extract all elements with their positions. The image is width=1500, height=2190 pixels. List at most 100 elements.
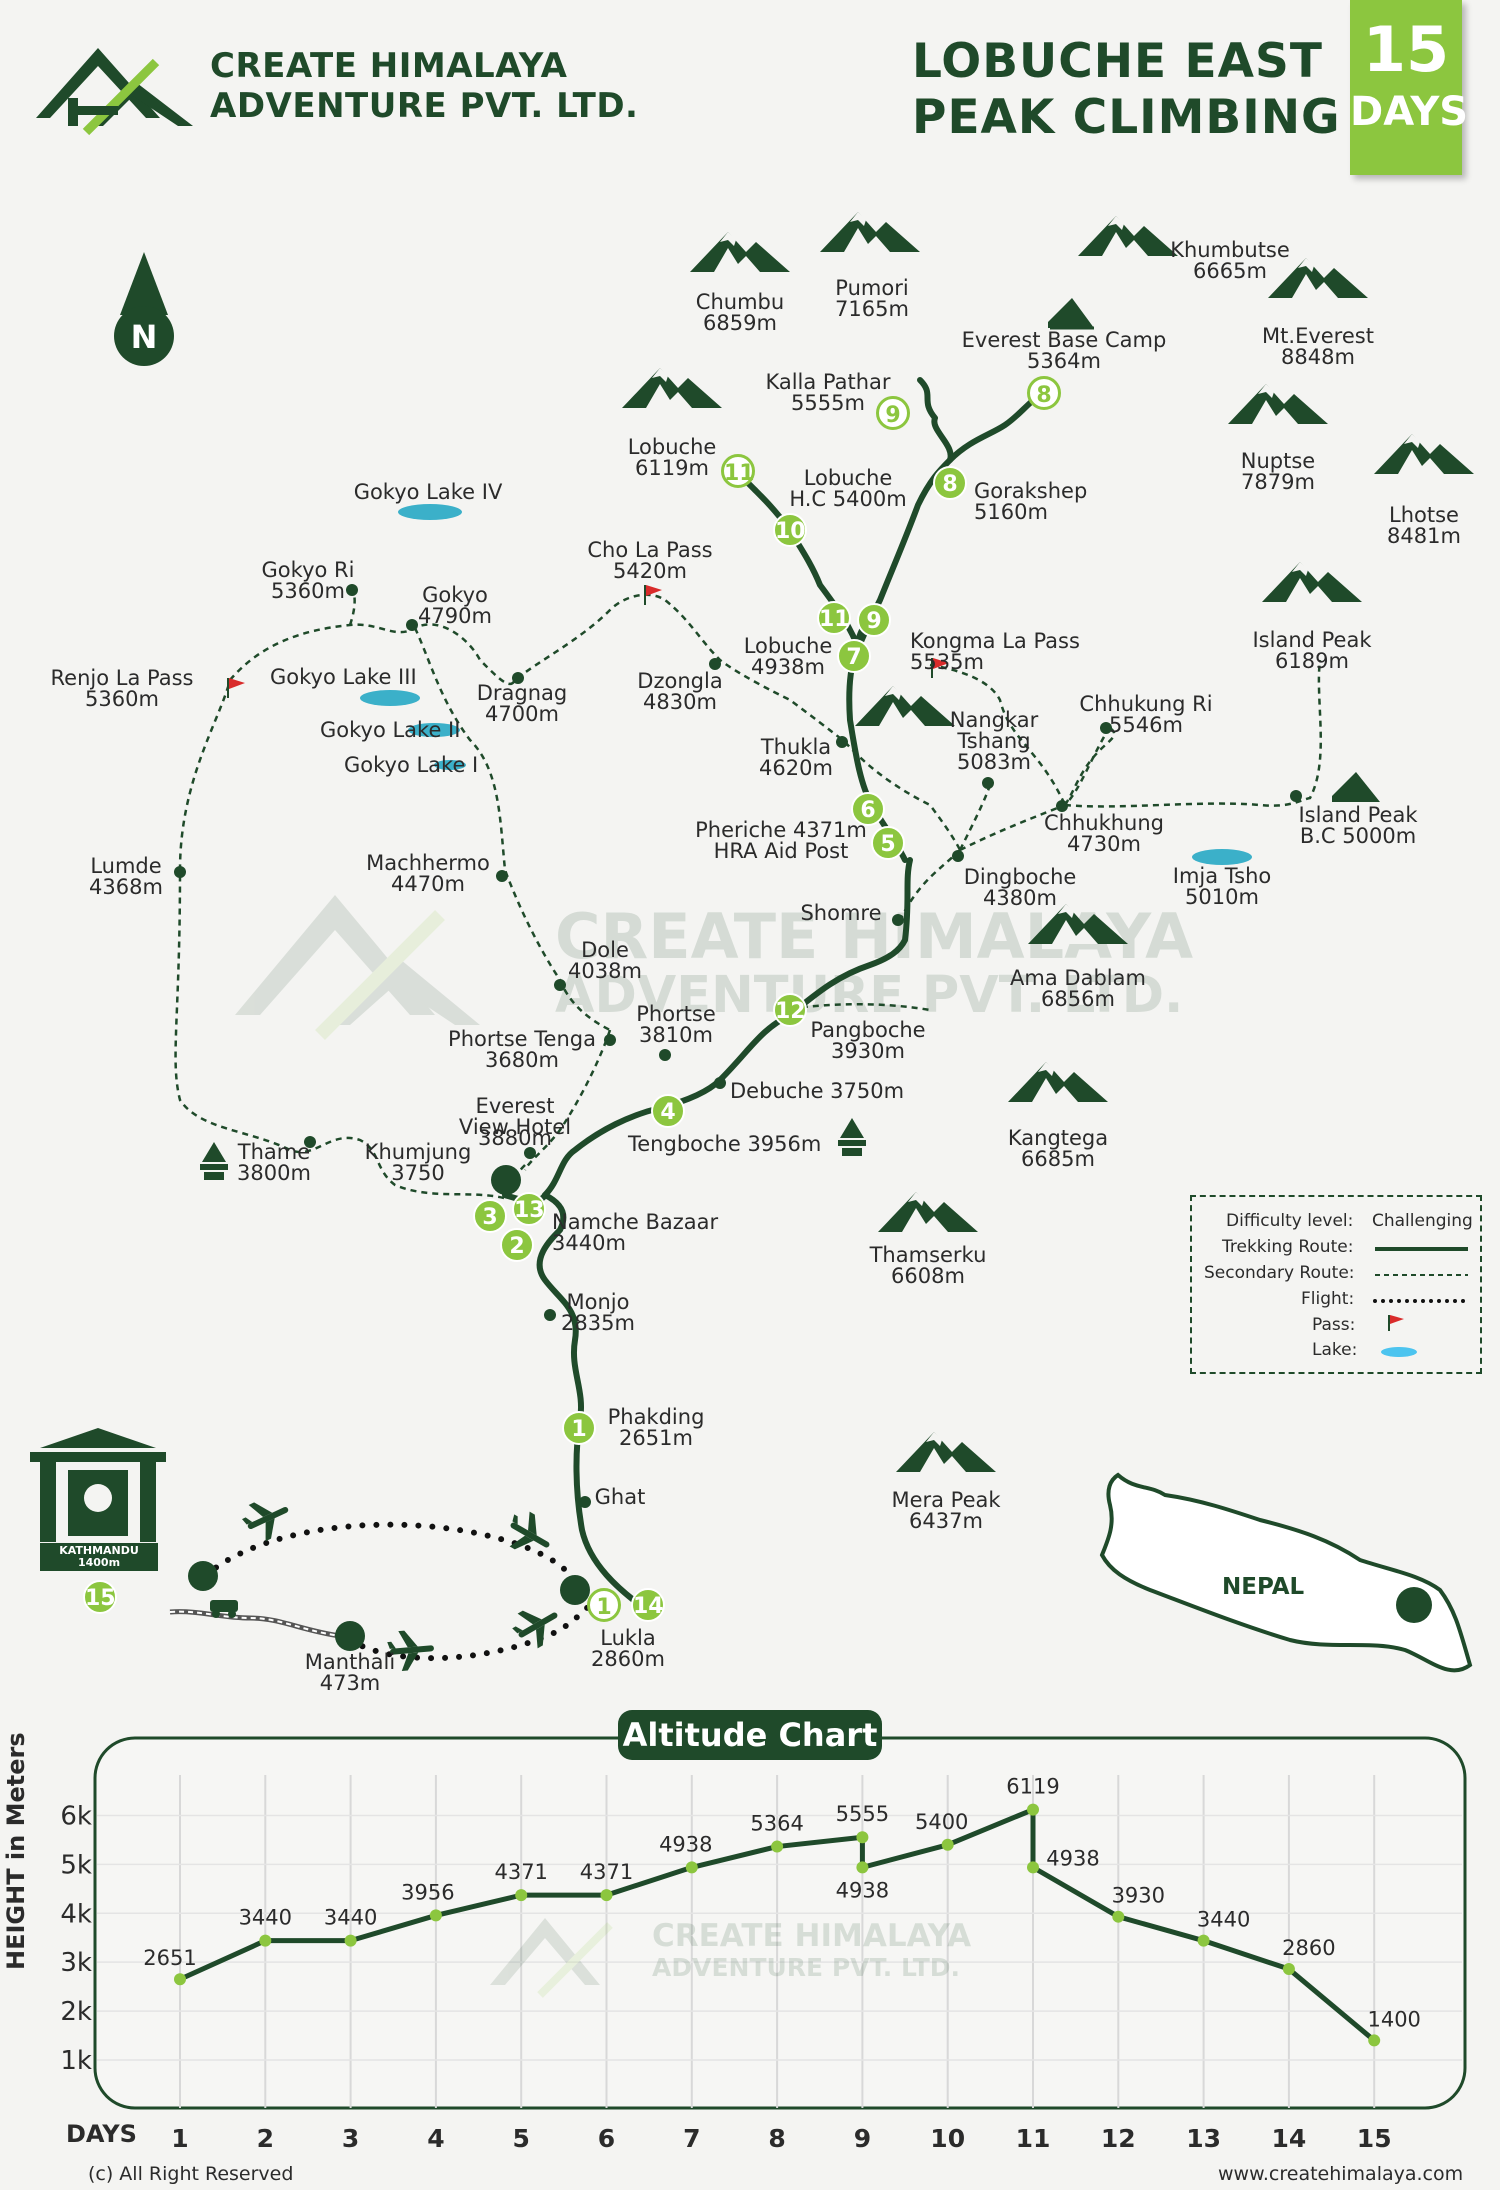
peak-label-name: Ama Dablam	[1010, 966, 1146, 990]
airplane-icon	[242, 1502, 289, 1542]
day-marker: 5	[871, 826, 905, 860]
legend-symbols	[1373, 1247, 1470, 1357]
place-label-alt: 3930m	[831, 1039, 905, 1063]
place-label-name: Chhukung Ri	[1079, 692, 1213, 716]
chart-watermark-text: CREATE HIMALAYA ADVENTURE PVT. LTD.	[652, 1920, 971, 1984]
altitude-point	[1197, 1934, 1210, 1947]
place-label-name: Dole	[581, 938, 629, 962]
y-tick-label: 4k	[60, 1899, 92, 1929]
day-marker: 10	[773, 513, 807, 547]
altitude-value-label: 4938	[836, 1878, 889, 1902]
altitude-value-label: 5364	[750, 1812, 803, 1836]
place-label-name: Manthali	[304, 1650, 396, 1674]
brand-name: CREATE HIMALAYA ADVENTURE PVT. LTD.	[210, 46, 638, 126]
footer-website[interactable]: www.createhimalaya.com	[1218, 2163, 1464, 2185]
mountain-icon	[690, 232, 790, 272]
difficulty-label: Difficulty level:	[1226, 1211, 1354, 1231]
chart-y-axis-label: HEIGHT in Meters	[2, 1732, 30, 1970]
nepal-map-icon	[1099, 1472, 1473, 1673]
altitude-point	[1027, 1803, 1039, 1816]
duration-unit: DAYS	[1350, 89, 1469, 135]
place-label-alt: 3800m	[237, 1161, 311, 1185]
place-label: Gokyo Lake III	[270, 667, 417, 688]
place-label-name: Namche Bazaar	[552, 1210, 719, 1234]
peak-label-alt: 7165m	[835, 297, 909, 321]
altitude-value-label: 2651	[143, 1946, 196, 1970]
place-label-name: Gokyo Lake IV	[353, 480, 503, 504]
peak-label-name: Island Peak	[1252, 628, 1372, 652]
place-label-name: Phortse Tenga	[448, 1027, 596, 1051]
place-label-alt: 4790m	[418, 604, 492, 628]
peak-label-alt: 6119m	[635, 456, 709, 480]
place-label-name: 3880m	[478, 1126, 552, 1150]
brand-line-1: CREATE HIMALAYA	[210, 46, 568, 86]
place-label: Gokyo Lake II	[320, 720, 460, 741]
duration-number: 15	[1362, 13, 1450, 86]
kathmandu-alt: 1400m	[77, 1556, 121, 1569]
altitude-point	[941, 1838, 954, 1851]
peak-label-alt: 6856m	[1041, 987, 1115, 1011]
place-label-name: Lukla	[600, 1626, 656, 1650]
kathmandu-gate-icon	[30, 1428, 166, 1542]
place-label-name: Machhermo	[366, 851, 490, 875]
x-tick-label: 1	[171, 2124, 188, 2153]
mountain-icon	[1268, 258, 1368, 298]
y-tick-label: 1k	[60, 2046, 92, 2076]
peak-label-alt: 6685m	[1021, 1147, 1095, 1171]
altitude-value-label: 3930	[1112, 1884, 1165, 1908]
day-marker: 8	[1027, 376, 1061, 410]
peak-label-alt: 6608m	[891, 1264, 965, 1288]
peak-label-name: Mera Peak	[891, 1488, 1001, 1512]
peak-label-name: Khumbutse	[1170, 238, 1290, 262]
mountain-icon	[1008, 1062, 1108, 1102]
altitude-value-label: 6119	[1006, 1775, 1059, 1799]
mountain-icon	[1028, 904, 1128, 944]
day-marker: 9	[876, 396, 910, 430]
lake-icon	[1381, 1347, 1417, 1357]
place-label-name: Nangkar	[949, 708, 1039, 732]
footer-copyright: (c) All Right Reserved	[88, 2163, 294, 2185]
kathmandu-label: KATHMANDU 1400m	[40, 1543, 158, 1571]
altitude-value-label: 5400	[915, 1810, 968, 1834]
day-marker: 1	[587, 1588, 621, 1622]
day-marker: 6	[851, 792, 885, 826]
peak-label-alt: 6665m	[1193, 259, 1267, 283]
peak-label-alt: 8848m	[1281, 345, 1355, 369]
altitude-point	[1282, 1963, 1295, 1976]
x-tick-label: 12	[1101, 2124, 1136, 2153]
monastery-icon	[838, 1118, 866, 1156]
brand-line-2: ADVENTURE PVT. LTD.	[210, 86, 639, 126]
place-label-name: 5083m	[957, 750, 1031, 774]
place-label-name: Renjo La Pass	[50, 666, 194, 690]
place-label-alt: 5360m	[85, 687, 159, 711]
pass-flag-icon	[1388, 1315, 1404, 1331]
peak-label-alt: 6189m	[1275, 649, 1349, 673]
altitude-point	[1112, 1910, 1125, 1923]
place-label-name: Gokyo Lake I	[344, 753, 479, 777]
mountain-icon	[855, 686, 955, 726]
place-label-name: Tengboche 3956m	[628, 1132, 822, 1156]
place-label-name: Phakding	[607, 1405, 705, 1429]
place-label-name: Dingboche	[963, 865, 1077, 889]
tent-icon	[1332, 772, 1380, 802]
place-label-alt: 5360m	[271, 579, 345, 603]
altitude-point	[600, 1889, 613, 1902]
kathmandu-name: KATHMANDU	[59, 1544, 139, 1557]
place-label: Tengboche 3956m	[628, 1134, 821, 1155]
title-line-2: PEAK CLIMBING	[912, 90, 1341, 145]
place-label-name: Everest	[475, 1094, 555, 1118]
route-map	[30, 252, 1473, 1673]
altitude-point	[429, 1909, 442, 1922]
peak-label-alt: 6437m	[909, 1509, 983, 1533]
place-label-alt: B.C 5000m	[1299, 824, 1417, 848]
altitude-point	[515, 1889, 528, 1902]
